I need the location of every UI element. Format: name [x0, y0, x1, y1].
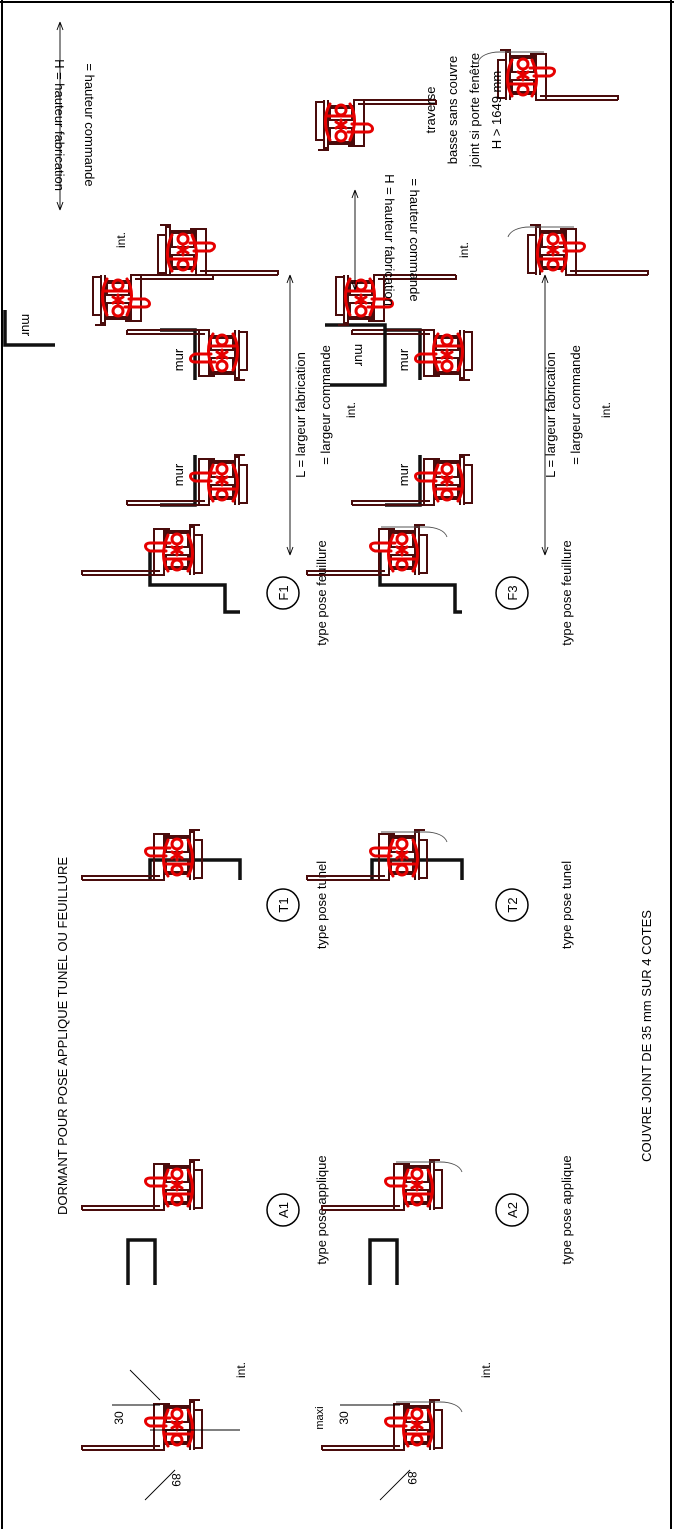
- mur-label-6: mur: [352, 344, 367, 367]
- page-title: DORMANT POUR POSE APPLIQUE TUNEL OU FEUI…: [55, 857, 70, 1215]
- int-label-6: int.: [457, 242, 471, 258]
- mur-label-5: mur: [19, 314, 34, 337]
- pose-A1: A1 type pose applique: [80, 1155, 329, 1285]
- mur-label-2: mur: [171, 463, 186, 486]
- width-detail-bottom: mur mur L = largeur fabrication = largeu…: [350, 274, 613, 556]
- caption-t1: type pose tunel: [314, 861, 329, 949]
- height-detail-top: mur H = hauteur fabrication = hauteur co…: [3, 21, 280, 347]
- traverse-line-4: H > 1649 mm: [489, 71, 504, 149]
- int-label-5: int.: [114, 232, 128, 248]
- pose-F1: F1 type pose feuillure: [80, 523, 329, 646]
- badge-a2: A2: [505, 1202, 520, 1218]
- h-fab-top: H = hauteur fabrication: [52, 59, 67, 191]
- l-com-bottom: = largeur commande: [568, 345, 583, 465]
- l-fab-bottom: L = largeur fabrication: [543, 352, 558, 478]
- badge-a1: A1: [276, 1202, 291, 1218]
- pose-F3: F3 type pose feuillure: [305, 523, 574, 646]
- h-com-top: = hauteur commande: [82, 63, 97, 186]
- badge-t2: T2: [505, 897, 520, 912]
- l-fab-top: L = largeur fabrication: [293, 352, 308, 478]
- pose-T1: T1 type pose tunel: [80, 828, 329, 949]
- detail-dimensioned-top: 30 89 int.: [80, 1362, 248, 1501]
- caption-f1: type pose feuillure: [314, 540, 329, 646]
- badge-t1: T1: [276, 897, 291, 912]
- l-com-top: = largeur commande: [318, 345, 333, 465]
- detail-dimensioned-bottom: maxi 30 89 int.: [314, 1362, 493, 1501]
- dim-30-label-2: 30: [337, 1411, 351, 1425]
- pose-A2: A2 type pose applique: [320, 1155, 574, 1285]
- badge-f3: F3: [505, 585, 520, 600]
- maxi-label: maxi: [314, 1406, 326, 1429]
- mur-label-3: mur: [396, 348, 411, 371]
- traverse-line-3: joint si porte fenêtre: [467, 53, 482, 168]
- caption-a2: type pose applique: [559, 1155, 574, 1264]
- h-fab-bottom: H = hauteur fabrication: [382, 174, 397, 306]
- pose-T2: T2 type pose tunel: [305, 828, 574, 949]
- h-com-bottom: = hauteur commande: [407, 178, 422, 301]
- mur-label-1: mur: [171, 348, 186, 371]
- mur-label-4: mur: [396, 463, 411, 486]
- width-detail-top: mur mur L = largeur fabrication = largeu…: [125, 274, 358, 556]
- traverse-line-1: traverse: [423, 87, 438, 134]
- page-subtitle: COUVRE JOINT DE 35 mm SUR 4 COTES: [639, 910, 654, 1162]
- int-label-4: int.: [599, 402, 613, 418]
- dim-89-label-2: 89: [405, 1471, 419, 1485]
- dim-30-label: 30: [112, 1411, 126, 1425]
- int-label-2: int.: [479, 1362, 493, 1378]
- height-detail-bottom: mur H = hauteur fabrication = hauteur co…: [314, 48, 650, 387]
- int-label-1: int.: [234, 1362, 248, 1378]
- badge-f1: F1: [276, 585, 291, 600]
- dim-89-label: 89: [169, 1473, 183, 1487]
- traverse-line-2: basse sans couvre: [445, 56, 460, 164]
- caption-f3: type pose feuillure: [559, 540, 574, 646]
- caption-t2: type pose tunel: [559, 861, 574, 949]
- int-label-3: int.: [344, 402, 358, 418]
